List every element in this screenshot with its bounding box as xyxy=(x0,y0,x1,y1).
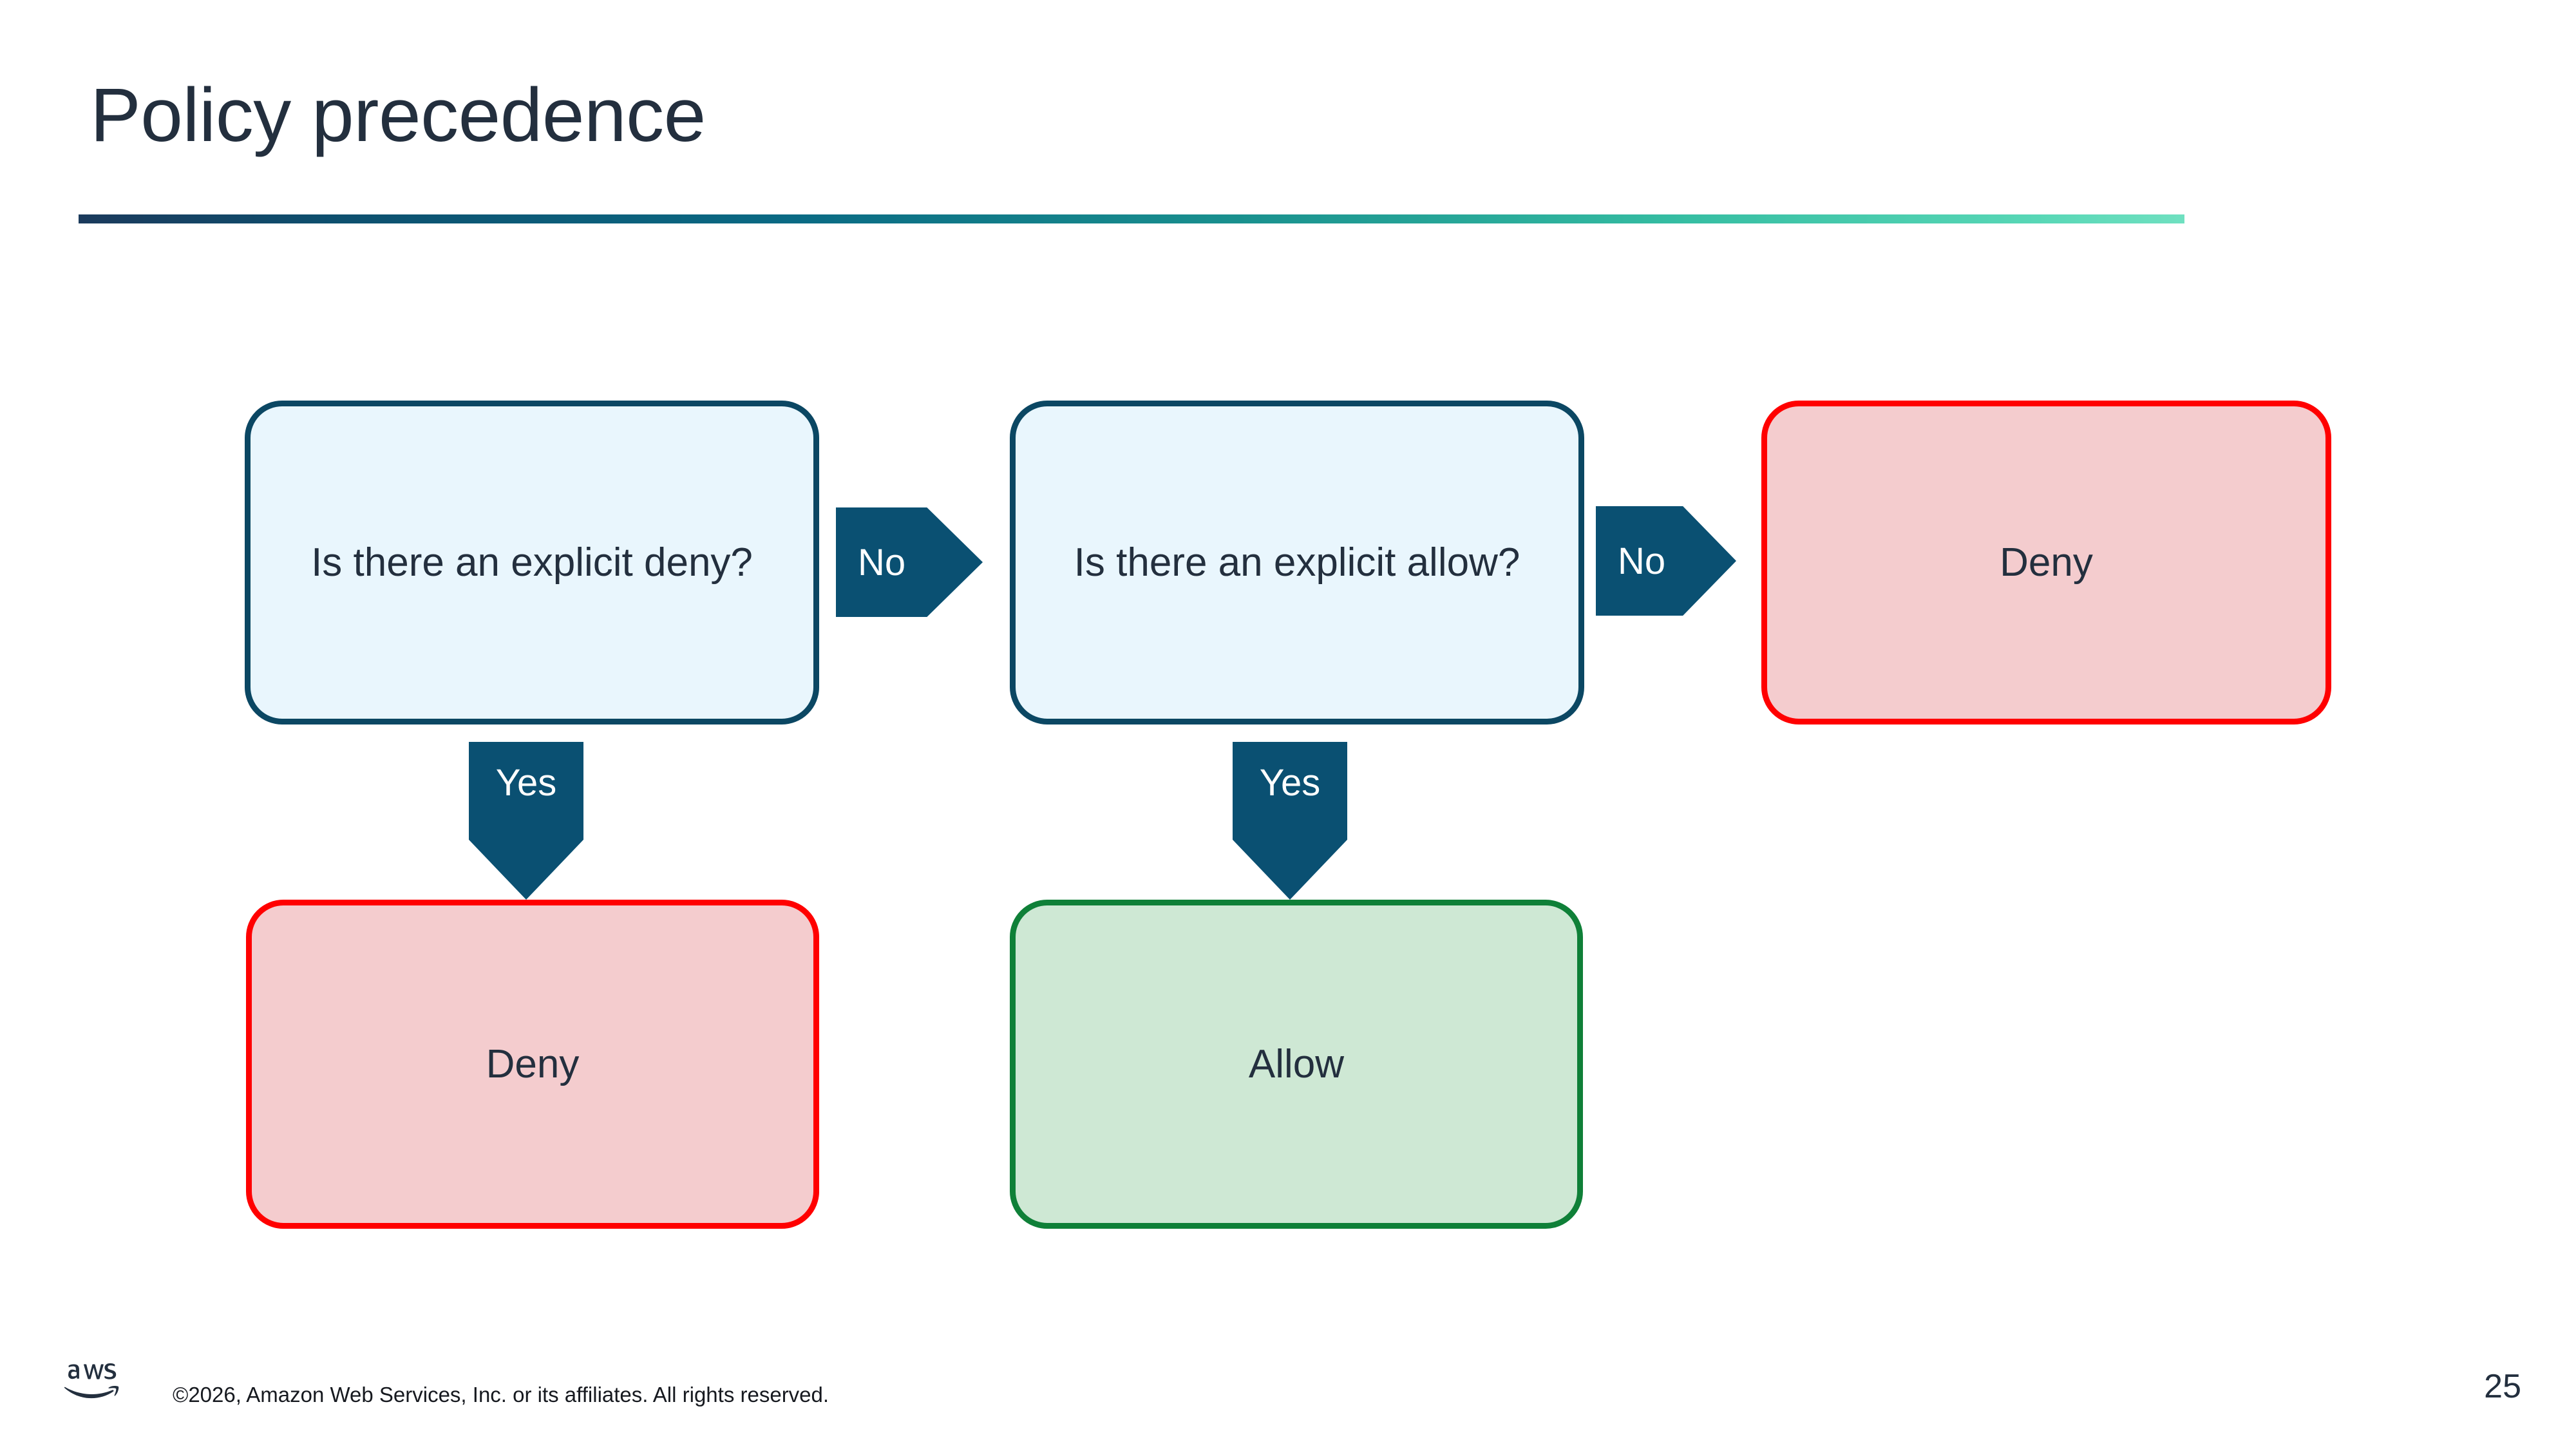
decision-node-explicit-allow[interactable]: Is there an explicit allow? xyxy=(1010,401,1584,724)
edge-label-no-1-text: No xyxy=(858,541,906,583)
outcome-node-allow-bottom-label: Allow xyxy=(1248,1042,1345,1086)
decision-node-explicit-deny[interactable]: Is there an explicit deny? xyxy=(245,401,819,724)
outcome-node-deny-bottom[interactable]: Deny xyxy=(246,900,819,1229)
edge-label-yes-1-text: Yes xyxy=(495,762,557,804)
outcome-node-deny-bottom-label: Deny xyxy=(486,1042,580,1086)
edge-label-yes-1[interactable]: Yes xyxy=(469,742,583,900)
edge-label-no-2[interactable]: No xyxy=(1596,506,1736,616)
outcome-node-allow-bottom[interactable]: Allow xyxy=(1010,900,1583,1229)
copyright-text: ©2026, Amazon Web Services, Inc. or its … xyxy=(173,1383,829,1406)
decision-node-explicit-deny-label: Is there an explicit deny? xyxy=(311,540,753,585)
edge-label-yes-2-text: Yes xyxy=(1259,762,1321,804)
outcome-node-deny-right-label: Deny xyxy=(2000,540,2093,585)
title-divider xyxy=(79,214,2184,223)
edge-label-no-2-text: No xyxy=(1618,540,1666,582)
decision-node-explicit-allow-label: Is there an explicit allow? xyxy=(1074,540,1520,585)
aws-logo xyxy=(64,1363,119,1399)
page-number: 25 xyxy=(2484,1368,2521,1405)
edge-label-yes-2[interactable]: Yes xyxy=(1233,742,1347,900)
outcome-node-deny-right[interactable]: Deny xyxy=(1761,401,2331,724)
edge-label-no-1[interactable]: No xyxy=(836,507,983,617)
page-title: Policy precedence xyxy=(90,73,706,158)
